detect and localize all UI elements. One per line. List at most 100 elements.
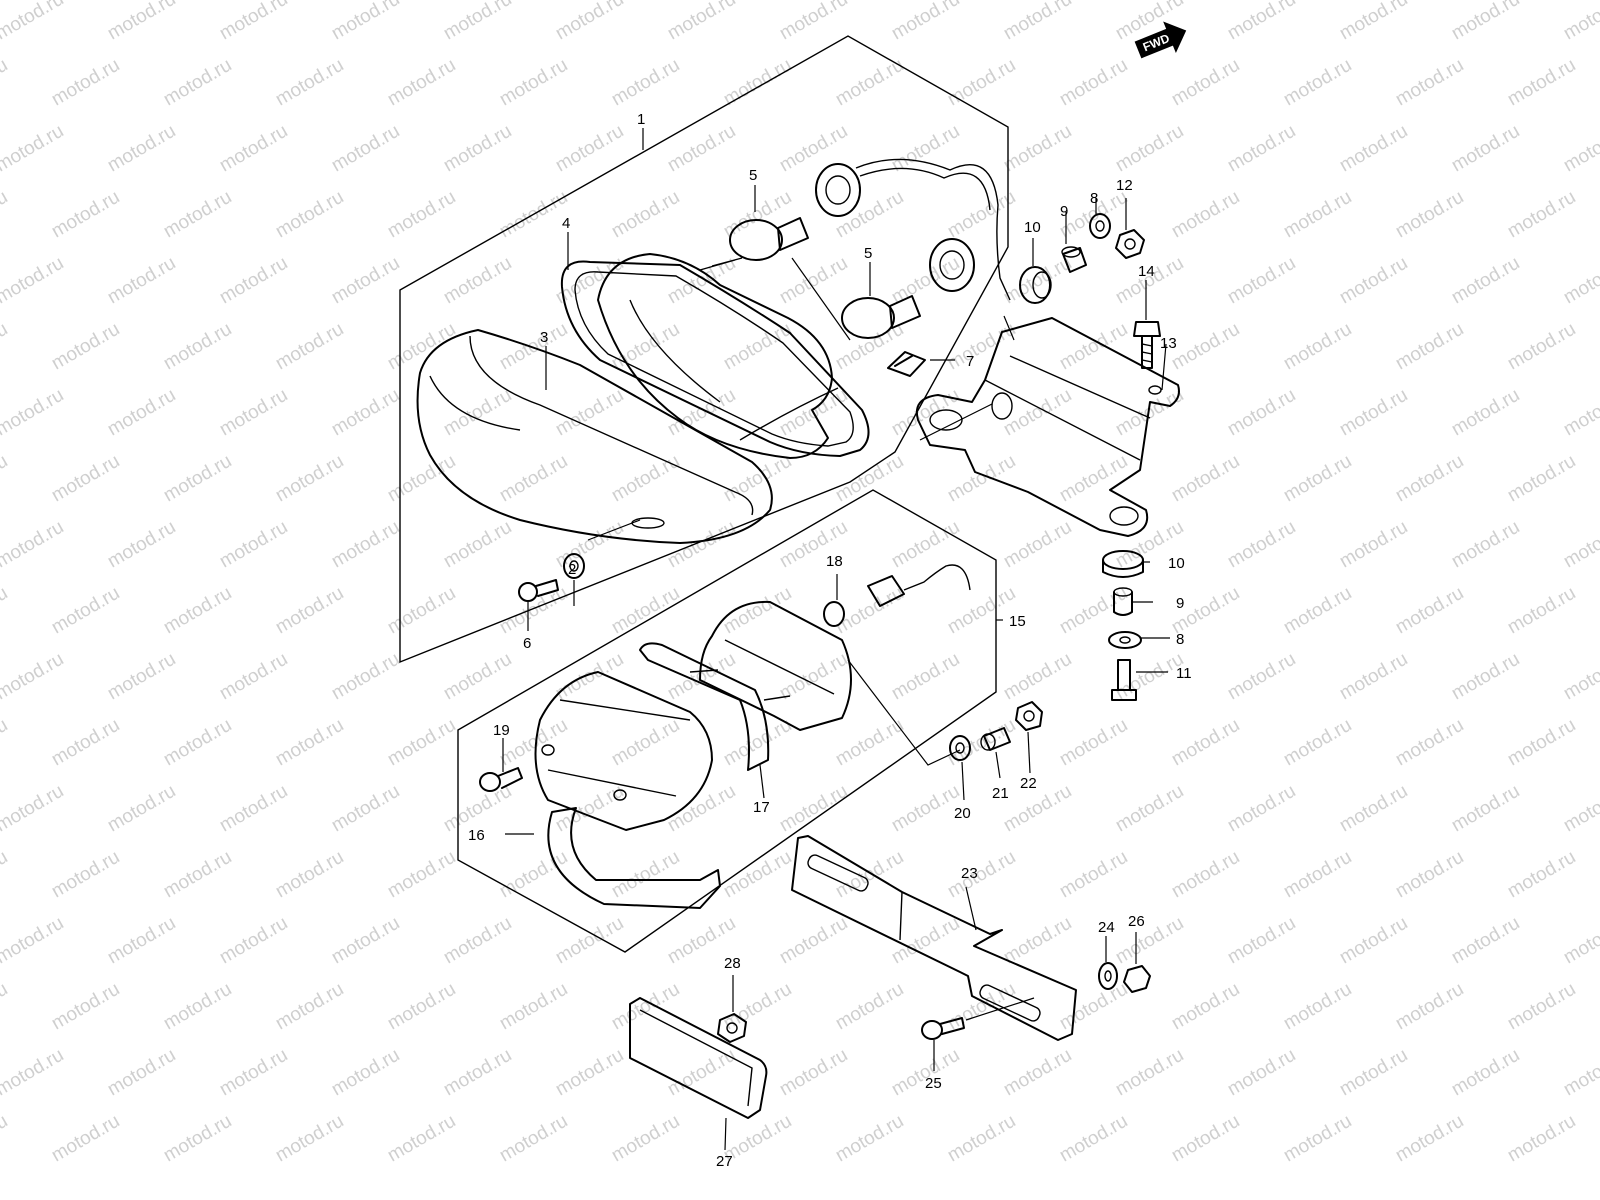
watermark-text: motod.ru	[552, 1045, 627, 1101]
watermark-text: motod.ru	[1000, 121, 1075, 177]
watermark-text: motod.ru	[0, 187, 11, 243]
watermark-text: motod.ru	[160, 715, 235, 771]
watermark-text: motod.ru	[1224, 649, 1299, 705]
watermark-text: motod.ru	[552, 649, 627, 705]
watermark-text: motod.ru	[1560, 1045, 1600, 1101]
watermark-text: motod.ru	[48, 1111, 123, 1167]
watermark-text: motod.ru	[608, 715, 683, 771]
watermark-text: motod.ru	[1448, 649, 1523, 705]
collar-upper	[1061, 246, 1087, 273]
collar-lower	[1113, 587, 1133, 616]
callout-14: 14	[1138, 263, 1155, 280]
watermark-text: motod.ru	[0, 649, 67, 705]
watermark-text: motod.ru	[832, 451, 907, 507]
washer-24	[1098, 962, 1118, 990]
washer-lower	[1108, 631, 1142, 649]
watermark-text: motod.ru	[328, 0, 403, 44]
watermark-text: motod.ru	[328, 913, 403, 969]
leader-lines	[502, 128, 1170, 1151]
watermark-text: motod.ru	[1336, 1045, 1411, 1101]
watermark-text: motod.ru	[1448, 253, 1523, 309]
watermark-text: motod.ru	[1224, 121, 1299, 177]
callout-2: 2	[568, 561, 576, 578]
watermark-text: motod.ru	[0, 583, 11, 639]
watermark-text: motod.ru	[104, 781, 179, 837]
callout-7: 7	[966, 353, 974, 370]
watermark-text: motod.ru	[496, 55, 571, 111]
watermark-text: motod.ru	[0, 121, 67, 177]
watermark-text: motod.ru	[104, 517, 179, 573]
watermark-text: motod.ru	[384, 715, 459, 771]
callout-10-upper: 10	[1024, 219, 1041, 236]
callout-11: 11	[1176, 665, 1192, 682]
watermark-text: motod.ru	[1560, 121, 1600, 177]
watermark-text: motod.ru	[272, 583, 347, 639]
watermark-text: motod.ru	[0, 781, 67, 837]
callout-18: 18	[826, 553, 843, 570]
watermark-text: motod.ru	[1336, 0, 1411, 44]
watermark-text: motod.ru	[104, 121, 179, 177]
watermark-text: motod.ru	[0, 1045, 67, 1101]
watermark-text: motod.ru	[1560, 385, 1600, 441]
watermark-text: motod.ru	[496, 451, 571, 507]
watermark-text: motod.ru	[832, 847, 907, 903]
watermark-text: motod.ru	[104, 1045, 179, 1101]
watermark-text: motod.ru	[608, 55, 683, 111]
watermark-text: motod.ru	[48, 187, 123, 243]
watermark-text: motod.ru	[272, 55, 347, 111]
watermark-text: motod.ru	[0, 979, 11, 1035]
watermark-text: motod.ru	[1336, 253, 1411, 309]
watermark-text: motod.ru	[48, 451, 123, 507]
watermark-text: motod.ru	[440, 0, 515, 44]
watermark-text: motod.ru	[776, 0, 851, 44]
washer-upper	[1089, 213, 1111, 239]
screw-25	[921, 1017, 965, 1040]
watermark-text: motod.ru	[664, 517, 739, 573]
watermark-text: motod.ru	[1224, 913, 1299, 969]
watermark-text: motod.ru	[440, 385, 515, 441]
washer-2	[563, 553, 585, 579]
callout-9-lower: 9	[1176, 595, 1184, 612]
watermark-text: motod.ru	[776, 253, 851, 309]
watermark-text: motod.ru	[1280, 979, 1355, 1035]
watermark-text: motod.ru	[1280, 583, 1355, 639]
watermark-text: motod.ru	[1224, 385, 1299, 441]
watermark-text: motod.ru	[1504, 451, 1579, 507]
watermark-text: motod.ru	[328, 649, 403, 705]
callout-23: 23	[961, 865, 978, 882]
watermark-text: motod.ru	[216, 781, 291, 837]
watermark-text: motod.ru	[1056, 451, 1131, 507]
bulb-upper	[729, 217, 809, 261]
watermark-text: motod.ru	[1504, 1111, 1579, 1167]
nut-26	[1123, 965, 1151, 993]
watermark-text: motod.ru	[160, 979, 235, 1035]
watermark-text: motod.ru	[1280, 55, 1355, 111]
watermark-text: motod.ru	[1168, 715, 1243, 771]
watermark-text: motod.ru	[0, 253, 67, 309]
watermark-text: motod.ru	[1560, 649, 1600, 705]
watermark-text: motod.ru	[440, 649, 515, 705]
callout-1: 1	[637, 111, 645, 128]
watermark-text: motod.ru	[888, 385, 963, 441]
watermark-text: motod.ru	[776, 913, 851, 969]
watermark-text: motod.ru	[1392, 451, 1467, 507]
watermark-text: motod.ru	[1168, 847, 1243, 903]
bolt-14	[1133, 321, 1161, 369]
watermark-text: motod.ru	[1056, 715, 1131, 771]
watermark-text: motod.ru	[160, 55, 235, 111]
watermark-text: motod.ru	[216, 517, 291, 573]
watermark-text: motod.ru	[160, 451, 235, 507]
watermark-text: motod.ru	[1560, 913, 1600, 969]
watermark-text: motod.ru	[608, 1111, 683, 1167]
watermark-text: motod.ru	[48, 583, 123, 639]
callout-28: 28	[724, 955, 741, 972]
watermark-text: motod.ru	[552, 913, 627, 969]
callout-21: 21	[992, 785, 1009, 802]
watermark-text: motod.ru	[328, 517, 403, 573]
watermark-text: motod.ru	[272, 715, 347, 771]
watermark-text: motod.ru	[1504, 715, 1579, 771]
watermark-text: motod.ru	[0, 1111, 11, 1167]
watermark-text: motod.ru	[384, 979, 459, 1035]
watermark-text: motod.ru	[1280, 1111, 1355, 1167]
watermark-text: motod.ru	[160, 187, 235, 243]
